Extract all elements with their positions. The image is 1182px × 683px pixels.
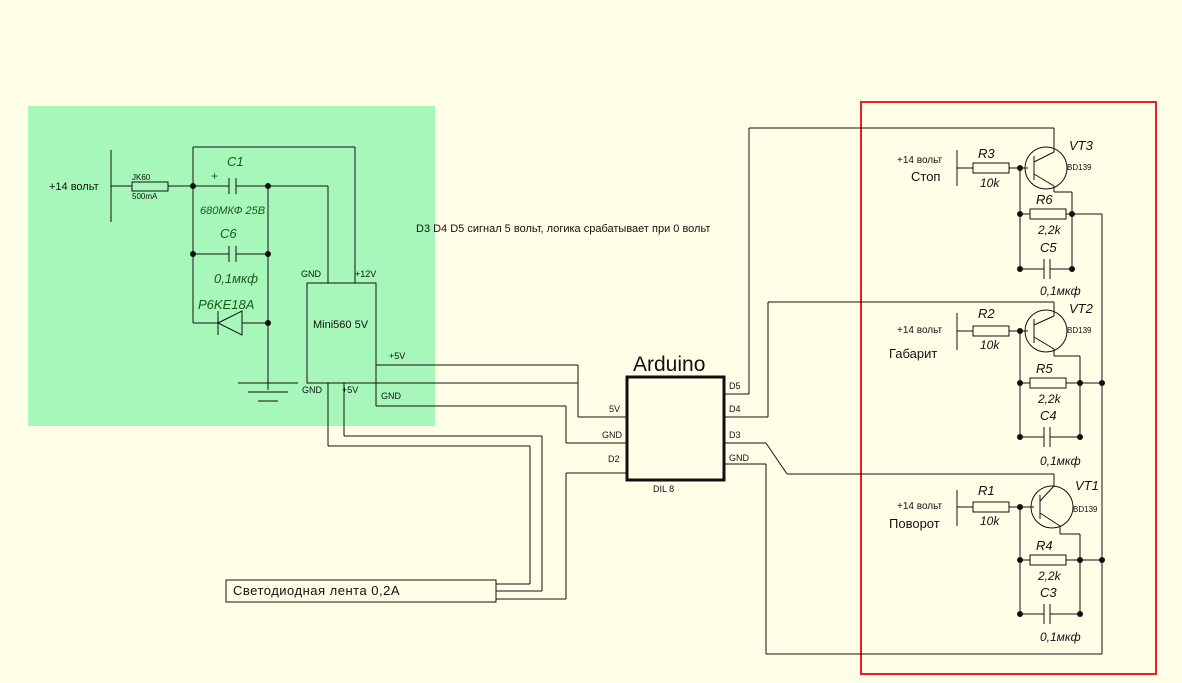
arduino-chip xyxy=(625,127,1102,655)
arduino-pin-d2: D2 xyxy=(608,454,620,464)
power-supply-circuit xyxy=(110,146,627,591)
ch2-rpar: R5 xyxy=(1036,361,1053,376)
ch1-transistor: VT3 xyxy=(1069,138,1094,153)
arduino-pin-gnd-left: GND xyxy=(602,430,623,440)
ch2-type: BD139 xyxy=(1067,326,1092,335)
ch3-rbase-value: 10k xyxy=(980,514,1000,528)
ch1-cap: C5 xyxy=(1040,240,1057,255)
ch3-rpar: R4 xyxy=(1036,538,1053,553)
ch3-type: BD139 xyxy=(1073,505,1098,514)
ch2-cap-value: 0,1мкф xyxy=(1040,454,1081,468)
c1-plus: + xyxy=(211,169,218,183)
c1-value: 680МКФ 25В xyxy=(200,205,265,217)
arduino-package: DIL 8 xyxy=(653,484,674,494)
ch3-cap-value: 0,1мкф xyxy=(1040,630,1081,644)
arduino-title: Arduino xyxy=(633,353,705,376)
ch2-supply: +14 вольт xyxy=(897,325,943,336)
signal-note: D3 D4 D5 сигнал 5 вольт, логика срабатыв… xyxy=(416,223,710,235)
ch2-transistor: VT2 xyxy=(1069,301,1094,316)
ch3-label: Поворот xyxy=(889,516,940,531)
c1-name: C1 xyxy=(227,154,244,169)
ch2-rpar-value: 2,2k xyxy=(1037,392,1062,406)
c6-name: C6 xyxy=(220,226,237,241)
ch1-cap-value: 0,1мкф xyxy=(1040,284,1081,298)
led-strip-label: Светодиодная лента 0,2А xyxy=(233,583,400,598)
ch1-rbase: R3 xyxy=(978,146,995,161)
ch1-label: Стоп xyxy=(911,169,940,184)
module-pin-gnd-out: GND xyxy=(381,391,402,401)
module-pin-5v-out: +5V xyxy=(389,351,405,361)
fuse-name: JK60 xyxy=(132,173,151,182)
ch1-rpar-value: 2,2k xyxy=(1037,223,1062,237)
ch1-type: BD139 xyxy=(1067,163,1092,172)
fuse-value: 500mA xyxy=(132,192,158,201)
ch3-transistor: VT1 xyxy=(1075,478,1099,493)
ch3-supply: +14 вольт xyxy=(897,501,943,512)
module-pin-gnd-in: GND xyxy=(301,269,322,279)
diode-name: P6KE18A xyxy=(198,297,254,312)
power-input-label: +14 вольт xyxy=(49,181,99,193)
module-pin-5v-bottom: +5V xyxy=(342,385,358,395)
ch1-rpar: R6 xyxy=(1036,192,1053,207)
arduino-pin-d3: D3 xyxy=(729,430,741,440)
arduino-pin-d4: D4 xyxy=(729,404,741,414)
module-pin-gnd-bottom: GND xyxy=(302,385,323,395)
ch2-cap: C4 xyxy=(1040,408,1057,423)
ch2-rbase-value: 10k xyxy=(980,338,1000,352)
led-strip-box xyxy=(225,579,497,603)
ch1-rbase-value: 10k xyxy=(980,176,1000,190)
ch1-supply: +14 вольт xyxy=(897,155,943,166)
ch3-rpar-value: 2,2k xyxy=(1037,569,1062,583)
c6-value: 0,1мкф xyxy=(214,271,258,286)
output-channels xyxy=(956,146,1105,654)
ch2-rbase: R2 xyxy=(978,306,995,321)
arduino-pin-d5: D5 xyxy=(729,381,741,391)
ch3-cap: C3 xyxy=(1040,585,1057,600)
arduino-pin-gnd-right: GND xyxy=(729,453,750,463)
ch2-label: Габарит xyxy=(889,346,937,361)
led-strip-wiring xyxy=(225,472,627,603)
module-name: Mini560 5V xyxy=(313,319,369,331)
power-supply-block xyxy=(28,106,435,426)
arduino-pin-5v: 5V xyxy=(609,404,620,414)
output-stage-highlight xyxy=(860,101,1157,675)
module-pin-12v: +12V xyxy=(355,269,376,279)
ch3-rbase: R1 xyxy=(978,483,995,498)
